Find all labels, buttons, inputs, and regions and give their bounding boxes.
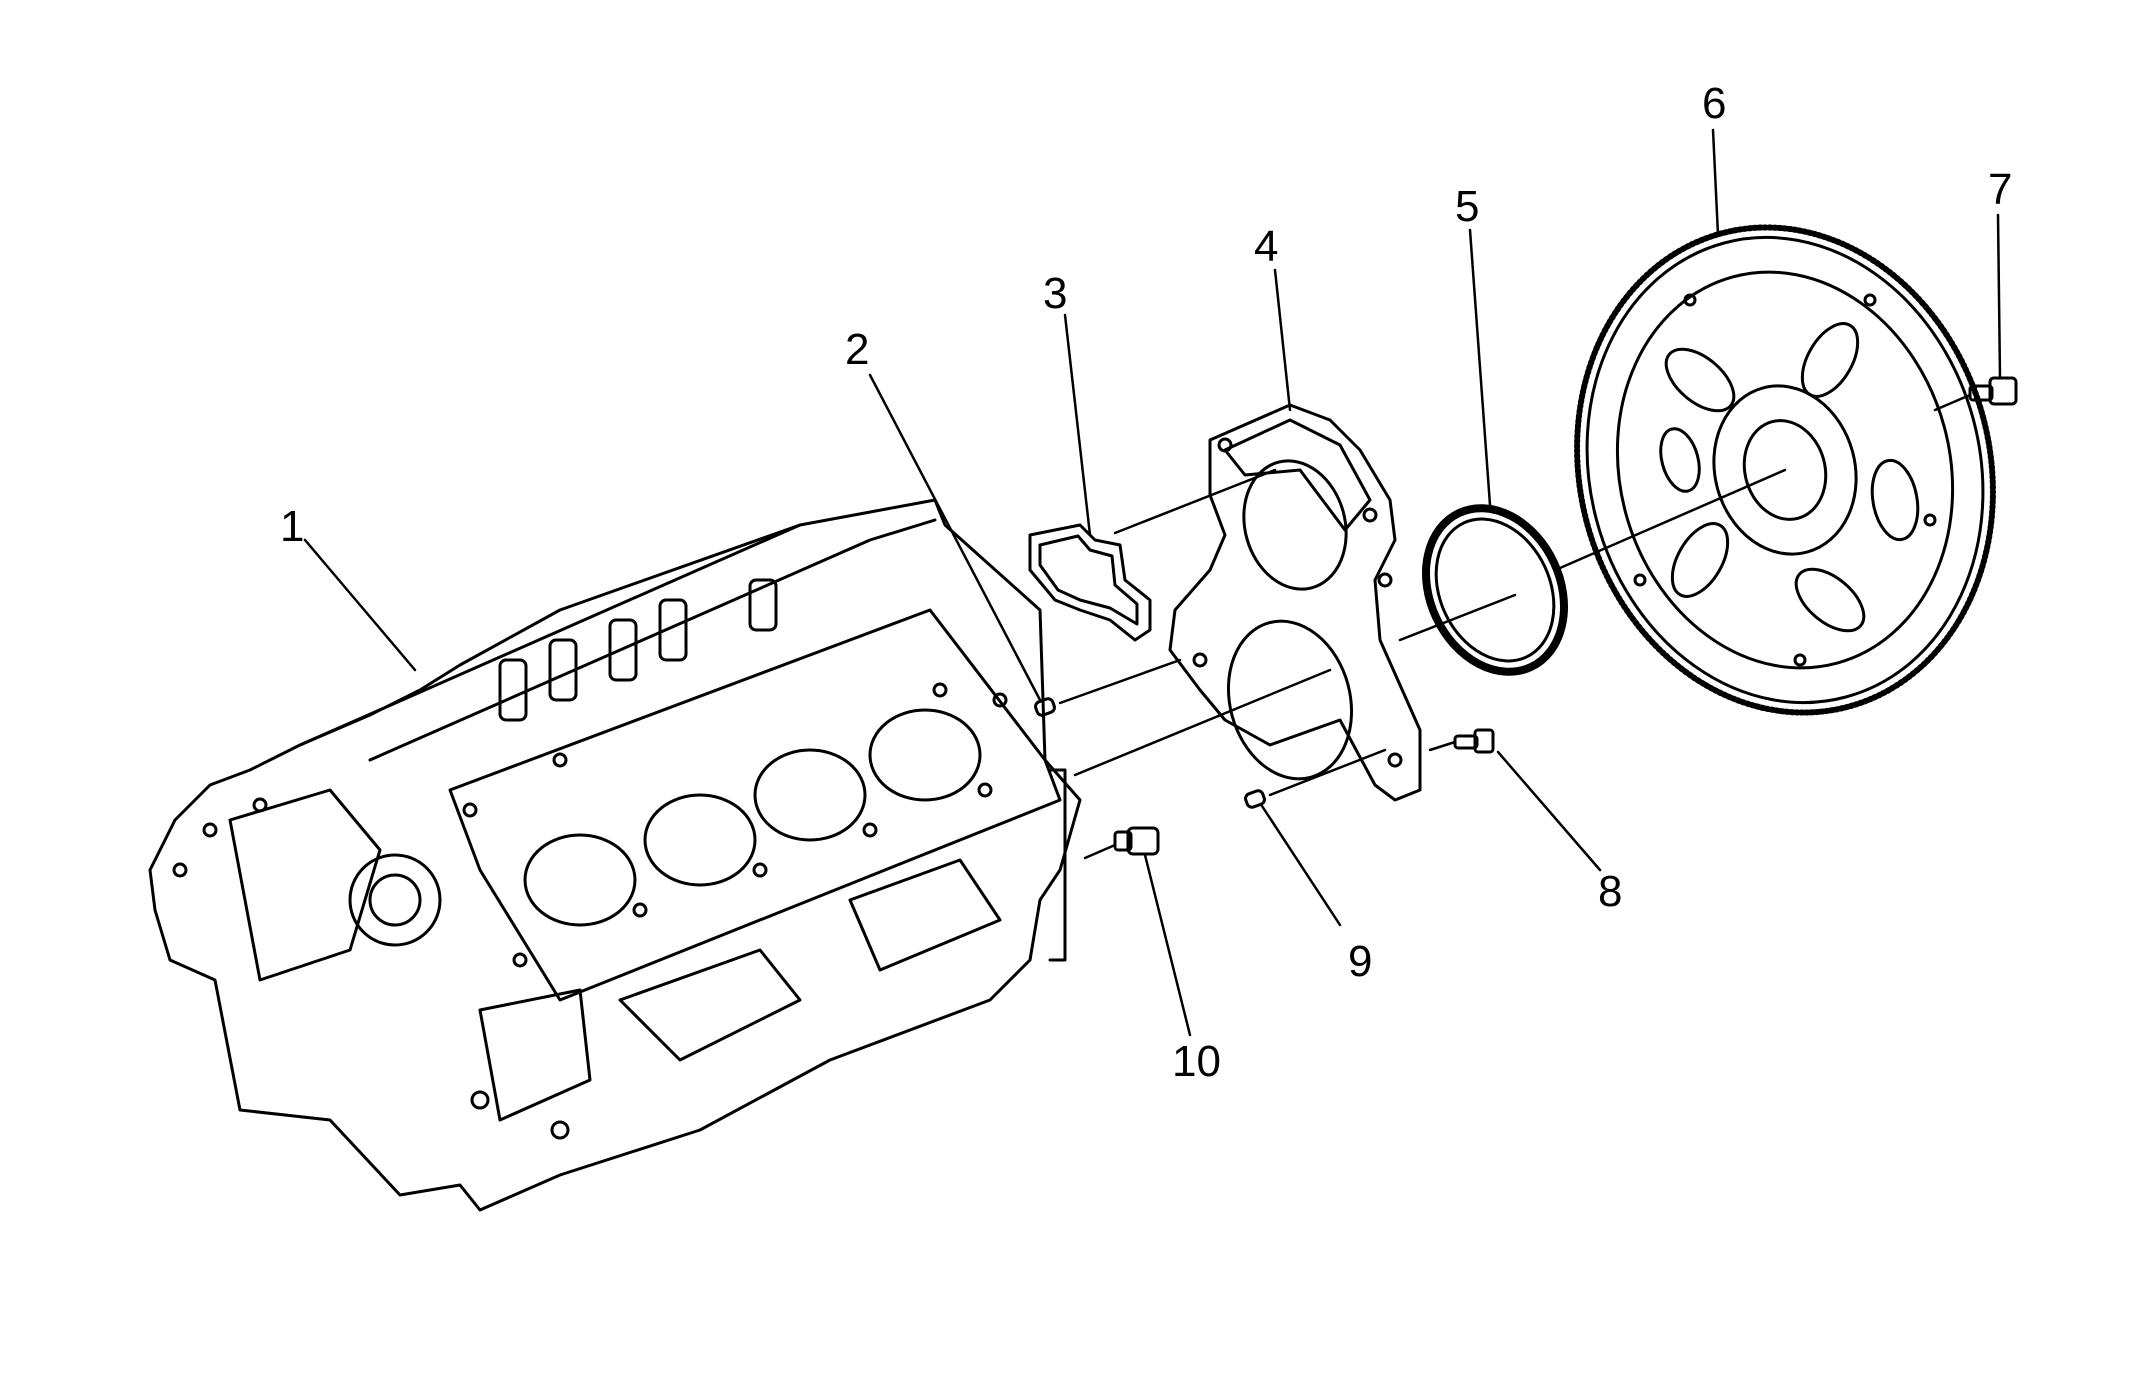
callout-5: 5 (1455, 182, 1480, 231)
block-plug (1113, 826, 1160, 856)
alignment-lines (1058, 393, 1972, 860)
callout-8: 8 (1598, 867, 1623, 916)
callout-7: 7 (1988, 165, 2013, 214)
rear-cover-bolt (1453, 728, 1495, 754)
callout-1: 1 (280, 502, 305, 551)
callout-9: 9 (1348, 937, 1373, 986)
dowel-pin-lower (1244, 789, 1266, 809)
callout-4: 4 (1254, 222, 1279, 271)
flywheel-bolt (1968, 376, 2018, 406)
callout-6: 6 (1702, 79, 1727, 128)
dowel-pin-upper (1034, 697, 1056, 717)
rear-cover-gasket (1028, 523, 1152, 642)
rear-crankshaft-seal (1422, 504, 1568, 676)
engine-block (148, 498, 1082, 1212)
callout-10: 10 (1172, 1037, 1221, 1086)
callout-2: 2 (845, 325, 870, 374)
engine-rear-cover (1168, 403, 1422, 802)
flywheel (1574, 224, 1996, 716)
leader-lines (303, 128, 2002, 1037)
callout-3: 3 (1043, 269, 1068, 318)
